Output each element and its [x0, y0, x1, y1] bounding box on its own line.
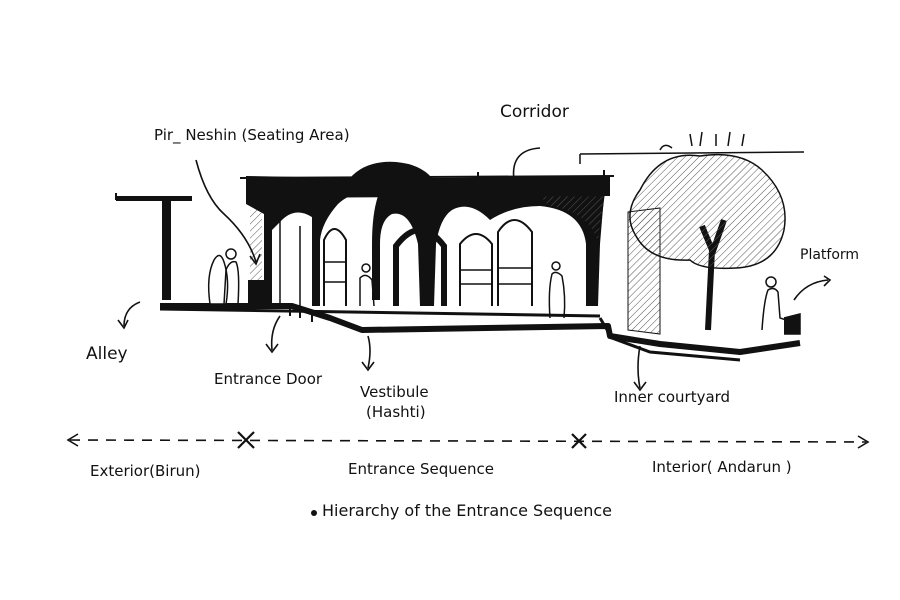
label-inner-courtyard: Inner courtyard: [614, 388, 731, 406]
courtyard-tree: [579, 131, 805, 335]
ground-section: [159, 303, 801, 362]
sequence-interior: Interior( Andarun ): [652, 458, 792, 476]
people-figures: [207, 248, 801, 335]
label-entrance-door: Entrance Door: [214, 370, 323, 388]
label-vestibule: Vestibule: [360, 383, 429, 401]
sequence-exterior: Exterior(Birun): [90, 462, 201, 480]
alley-wall: [115, 193, 192, 300]
diagram-caption: Hierarchy of the Entrance Sequence: [322, 501, 612, 520]
annotation-arrows: [117, 147, 832, 392]
label-pir-neshin: Pir_ Neshin (Seating Area): [154, 126, 350, 144]
sequence-arrow: [66, 431, 870, 449]
sequence-entrance: Entrance Sequence: [348, 460, 494, 478]
building-section: [239, 161, 615, 306]
label-hashti: (Hashti): [366, 403, 426, 421]
label-corridor: Corridor: [500, 102, 569, 122]
caption-bullet: [311, 510, 317, 516]
label-alley: Alley: [86, 344, 128, 364]
label-platform: Platform: [800, 247, 860, 263]
